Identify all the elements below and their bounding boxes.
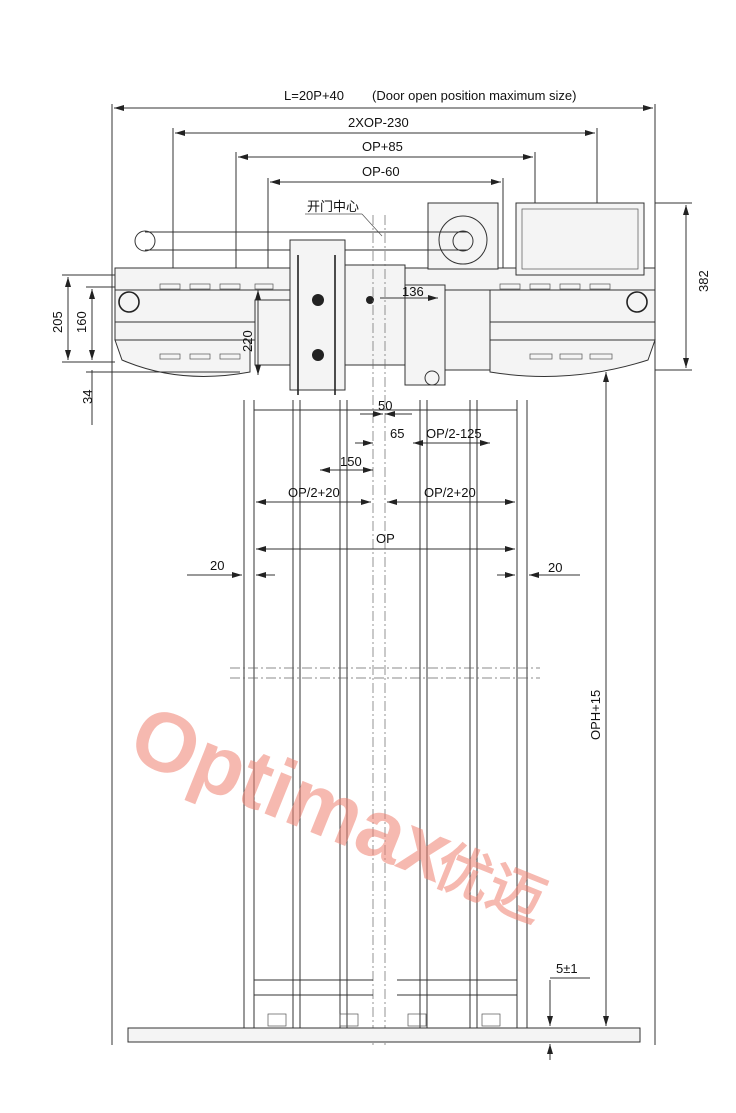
top-dimensions (111, 104, 656, 1045)
watermark-chinese: 优迈 (426, 833, 554, 935)
dim-382: 382 (696, 270, 711, 292)
dim-op-plus-85: OP+85 (362, 139, 403, 154)
dim-20-right: 20 (548, 560, 562, 575)
dim-overall-length: L=20P+40 (284, 88, 344, 103)
mid-dimensions (187, 411, 580, 578)
dim-overall-note: (Door open position maximum size) (372, 88, 576, 103)
door-center-label: 开门中心 (307, 199, 359, 214)
dim-op-minus-60: OP-60 (362, 164, 400, 179)
dim-gap-5: 5±1 (556, 961, 578, 976)
dim-160: 160 (74, 311, 89, 333)
dim-205: 205 (50, 311, 65, 333)
dim-150: 150 (340, 454, 362, 469)
dim-op: OP (376, 531, 395, 546)
dim-136: 136 (402, 284, 424, 299)
dim-2xop-230: 2XOP-230 (348, 115, 409, 130)
dim-65: 65 (390, 426, 404, 441)
door-panels (127, 215, 641, 1045)
dim-20-left: 20 (210, 558, 224, 573)
optimax-watermark: Optimax 优迈 (118, 687, 554, 936)
dim-220: 220 (240, 330, 255, 352)
dim-op-half-plus-20-right: OP/2+20 (424, 485, 476, 500)
dim-op-half-minus-125: OP/2-125 (426, 426, 482, 441)
dim-50: 50 (378, 398, 392, 413)
dim-oph-plus-15: OPH+15 (588, 690, 603, 740)
dim-34: 34 (80, 390, 95, 404)
watermark-latin: Optimax (118, 687, 465, 900)
dim-op-half-plus-20-left: OP/2+20 (288, 485, 340, 500)
